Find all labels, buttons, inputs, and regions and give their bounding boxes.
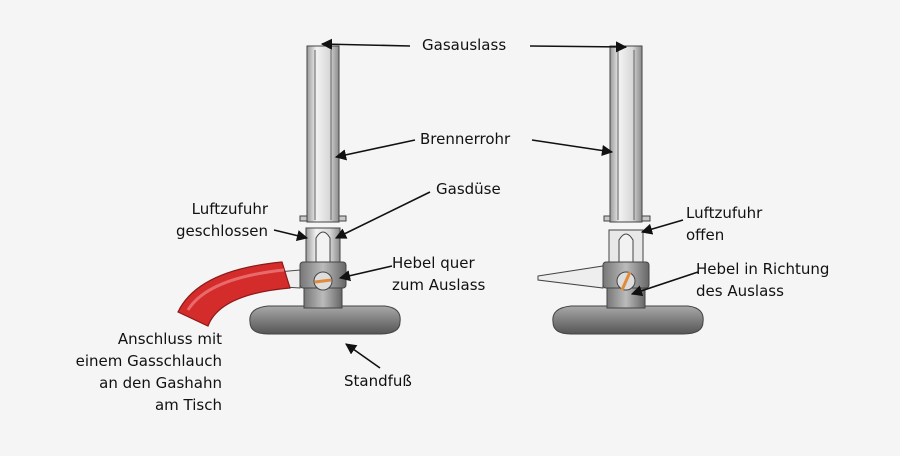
arrow-tube-left — [334, 139, 416, 161]
label-lever-towards-line1: Hebel in Richtung — [696, 260, 830, 278]
label-connection-line2: einem Gasschlauch — [75, 352, 222, 370]
label-connection: Anschluss mit einem Gasschlauch an den G… — [40, 328, 222, 416]
label-air-open: Luftzufuhr offen — [686, 202, 762, 246]
label-connection-line3: an den Gashahn — [99, 374, 222, 392]
burner-left — [177, 45, 401, 335]
label-lever-across: Hebel quer zum Auslass — [392, 252, 485, 296]
base-right — [552, 305, 704, 335]
label-stand: Standfuß — [344, 372, 412, 390]
burner-tube-left — [306, 45, 340, 223]
lever-towards — [620, 271, 632, 291]
arrow-lever-across — [338, 265, 393, 282]
label-connection-line1: Anschluss mit — [117, 330, 222, 348]
label-gas-nozzle: Gasdüse — [436, 180, 501, 198]
base-left — [249, 305, 401, 335]
arrow-air-open — [640, 219, 684, 235]
label-connection-line4: am Tisch — [154, 396, 222, 414]
label-lever-towards-line2: des Auslass — [696, 282, 784, 300]
lever-across — [314, 278, 332, 284]
arrow-stand — [345, 343, 381, 369]
arrow-outlet-left — [320, 38, 411, 50]
arrow-outlet-right — [529, 41, 628, 53]
label-lever-towards: Hebel in Richtung des Auslass — [696, 258, 829, 302]
label-air-closed-line1: Luftzufuhr — [191, 200, 268, 218]
gas-nozzle-right — [618, 233, 634, 263]
arrow-air-closed — [273, 229, 309, 242]
arrow-lever-towards — [630, 271, 699, 297]
label-burner-tube: Brennerrohr — [420, 130, 511, 148]
arrow-nozzle — [334, 191, 431, 239]
label-lever-across-line1: Hebel quer — [392, 254, 475, 272]
burner-right — [537, 45, 704, 335]
gas-hose — [177, 261, 291, 327]
gas-inlet-right — [537, 265, 604, 289]
label-gas-outlet: Gasauslass — [422, 36, 507, 54]
label-air-closed: Luftzufuhr geschlossen — [150, 198, 268, 242]
arrow-tube-right — [531, 139, 614, 157]
arrows — [273, 38, 699, 369]
burner-tube-right — [609, 45, 643, 223]
label-air-open-line1: Luftzufuhr — [686, 204, 763, 222]
label-lever-across-line2: zum Auslass — [392, 276, 486, 294]
label-air-open-line2: offen — [686, 226, 725, 244]
label-air-closed-line2: geschlossen — [175, 222, 268, 240]
gas-nozzle-left — [315, 231, 331, 263]
